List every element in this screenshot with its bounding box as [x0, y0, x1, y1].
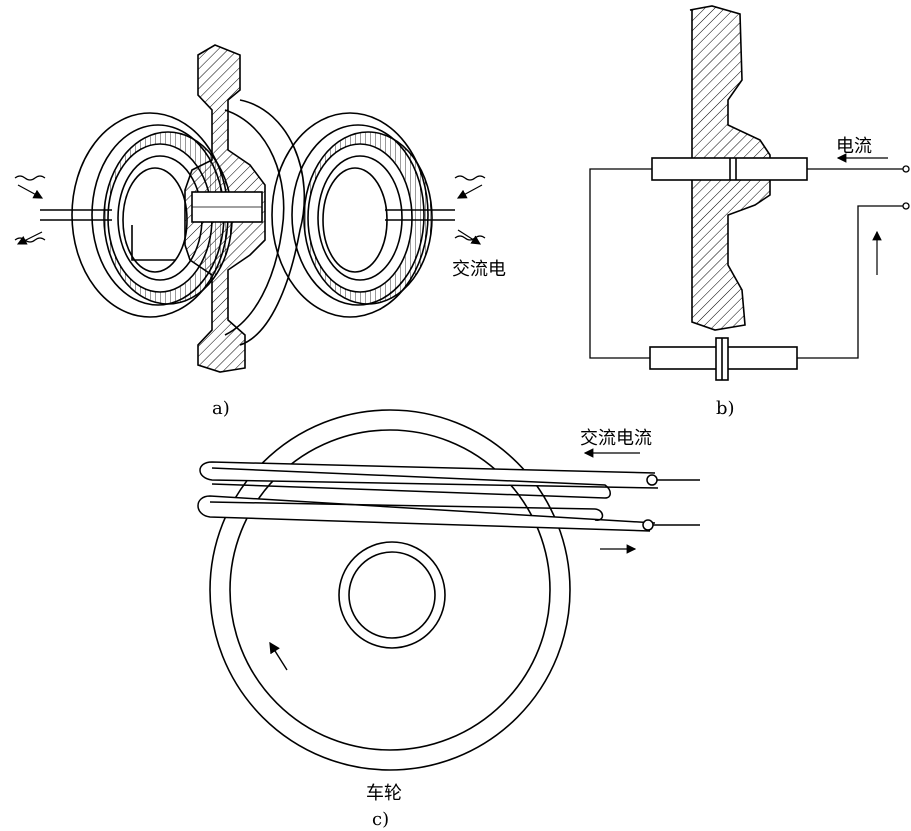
wheel-section-a [184, 44, 306, 373]
wheel-hub-bore [348, 551, 436, 639]
panel-b [589, 5, 910, 381]
hairpin-inductor-bottom [197, 495, 700, 532]
label-ac-power: 交流电 [452, 259, 506, 280]
right-lead-arrows [454, 175, 486, 245]
right-inductor-coil [271, 112, 455, 318]
left-lead-arrows [14, 175, 46, 245]
label-ac-current: 交流电流 [580, 428, 652, 449]
circuit-wires [589, 165, 910, 359]
wheel-outer-rim [209, 409, 571, 771]
label-current: 电流 [836, 136, 872, 157]
wheel-hub-outer [338, 541, 446, 649]
wheel-tread [229, 429, 551, 751]
capacitor-transformer [649, 337, 798, 381]
hairpin-inductor-top [199, 461, 700, 499]
caption-b: b) [716, 398, 735, 419]
rotation-arrow [269, 641, 288, 671]
label-wheel: 车轮 [366, 783, 402, 804]
caption-a: a) [212, 398, 230, 419]
panel-c [197, 409, 700, 771]
caption-c: c) [372, 809, 389, 830]
panel-a [14, 44, 486, 373]
